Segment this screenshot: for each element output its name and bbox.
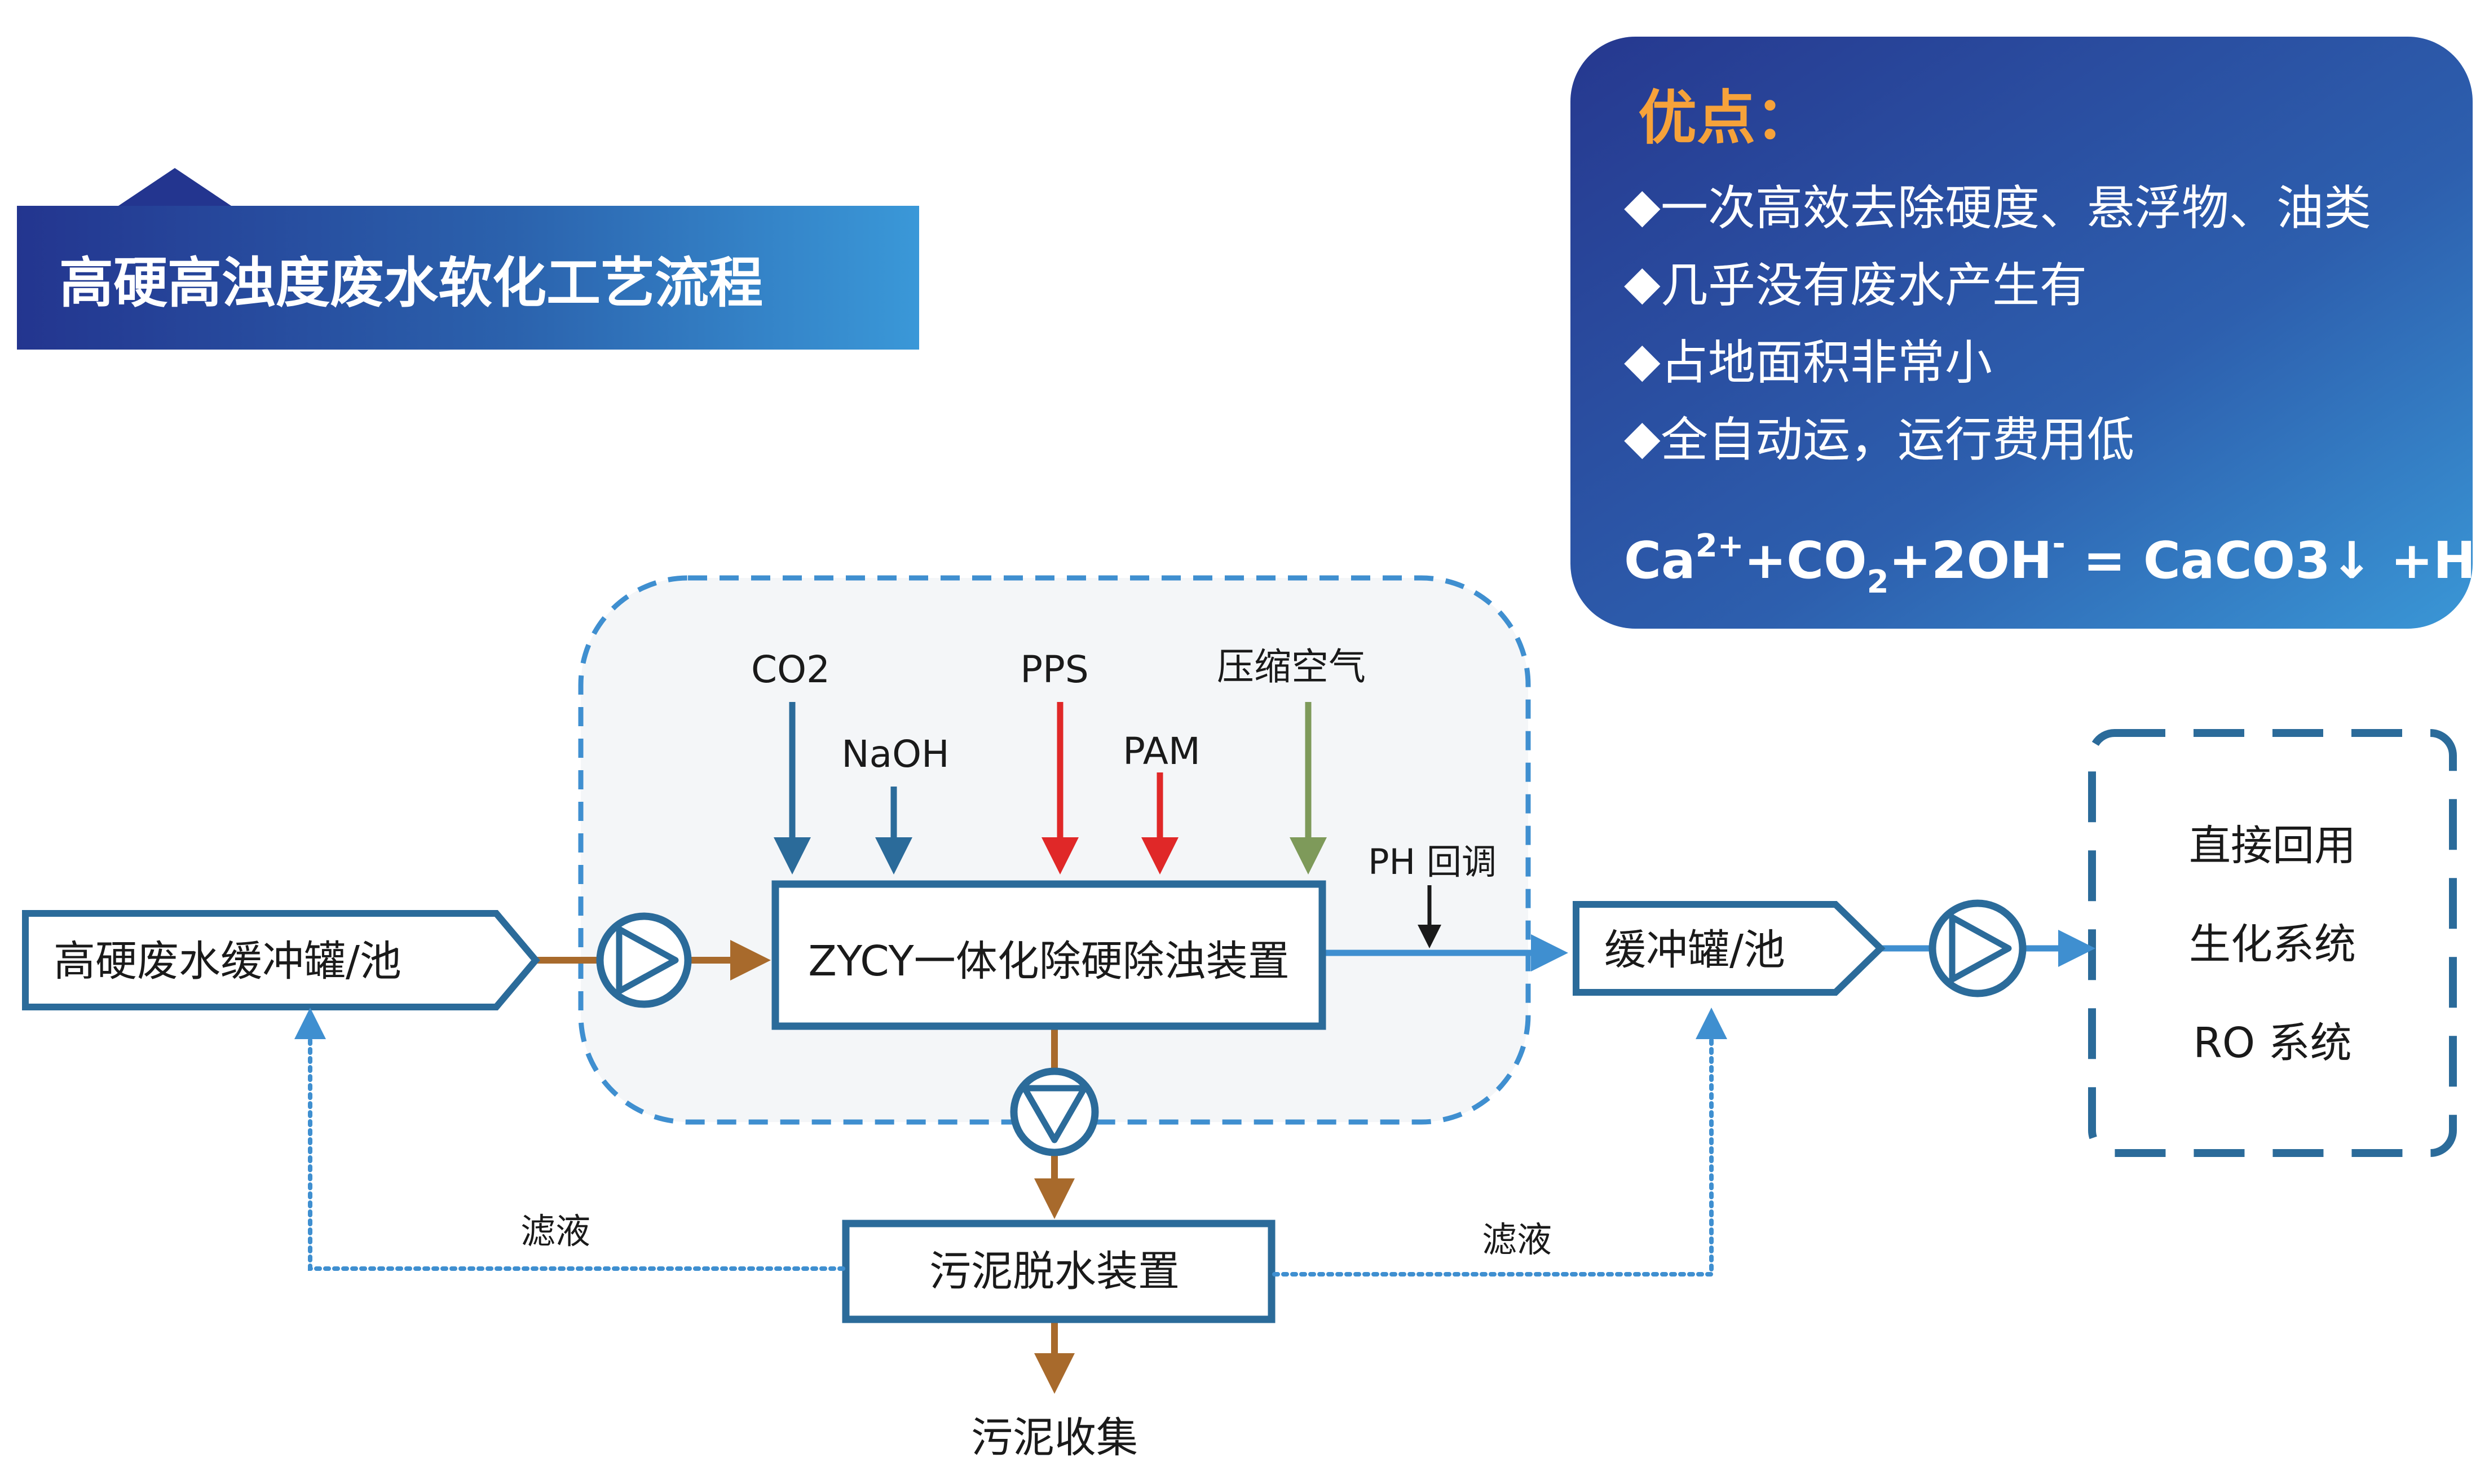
advantages-title: 优点： xyxy=(1638,83,1814,152)
output-target-reuse: 直接回用 xyxy=(2189,822,2356,870)
advantage-item: 全自动运，运行费用低 xyxy=(1661,412,2134,467)
advantages-panel: 优点： ◆ 一次高效去除硬度、悬浮物、油类 ◆ 几乎没有废水产生有 ◆ 占地面积… xyxy=(1570,37,2489,629)
dosing-ph-label: PH 回调 xyxy=(1368,841,1497,882)
filtrate-left-label: 滤液 xyxy=(520,1211,590,1252)
feed-pump-triangle xyxy=(616,926,679,995)
source-tank-box xyxy=(22,910,540,1010)
advantage-item: 几乎没有废水产生有 xyxy=(1661,258,2087,313)
main-unit-box xyxy=(771,880,1326,1030)
sludge-pump xyxy=(1010,1067,1099,1156)
advantage-item: 一次高效去除硬度、悬浮物、油类 xyxy=(1661,180,2371,236)
feed-pump xyxy=(596,912,692,1008)
formula-oh: +2OH xyxy=(1889,531,2053,590)
sludge-pump-icon xyxy=(1010,1067,1099,1156)
formula-ca-charge: 2+ xyxy=(1696,528,1744,564)
main-unit-label: ZYCY一体化除硬除浊装置 xyxy=(808,937,1289,986)
product-pump-triangle xyxy=(1949,914,2012,983)
dosing-naoh-label: NaOH xyxy=(841,732,949,776)
sludge-dewatering-label: 污泥脱水装置 xyxy=(929,1247,1180,1296)
page-title: 高硬高浊度废水软化工艺流程 xyxy=(59,251,763,315)
header-bar xyxy=(17,206,919,350)
header-banner: 高硬高浊度废水软化工艺流程 xyxy=(17,168,919,350)
formula-ca: Ca xyxy=(1624,531,1696,590)
advantage-bullet-icon: ◆ xyxy=(1624,409,1661,465)
sludge-dewatering-box xyxy=(842,1220,1276,1323)
formula-co-subscript: 2 xyxy=(1867,564,1889,600)
buffer-tank-box xyxy=(1573,901,1886,996)
advantage-bullet-icon: ◆ xyxy=(1624,332,1661,387)
source-tank-label: 高硬废水缓冲罐/池 xyxy=(54,937,401,986)
dosing-co2-label: CO2 xyxy=(751,648,830,691)
sludge-pump-triangle xyxy=(1021,1085,1088,1143)
advantages-panel-bg xyxy=(1570,37,2473,629)
output-target-ro: RO 系统 xyxy=(2193,1019,2351,1067)
dosing-pam-label: PAM xyxy=(1123,730,1201,773)
formula-co: +CO xyxy=(1744,531,1867,590)
advantage-item: 占地面积非常小 xyxy=(1661,335,1992,390)
formula-products: = CaCO3↓ +H2O xyxy=(2066,531,2489,590)
advantage-bullet-icon: ◆ xyxy=(1624,178,1661,233)
header-tab-notch xyxy=(118,168,231,206)
dosing-pps-label: PPS xyxy=(1020,648,1089,691)
formula-oh-charge: - xyxy=(2053,525,2066,562)
sludge-collection-label: 污泥收集 xyxy=(971,1414,1138,1462)
dosing-air-label: 压缩空气 xyxy=(1217,645,1366,688)
reaction-formula: Ca2++CO2+2OH- = CaCO3↓ +H2O xyxy=(1624,525,2489,600)
output-target-biochem: 生化系统 xyxy=(2189,920,2356,969)
product-pump xyxy=(1928,899,2027,997)
filtrate-return-left xyxy=(294,1008,845,1271)
filtrate-return-right xyxy=(1272,1008,1727,1277)
advantage-bullet-icon: ◆ xyxy=(1624,255,1661,310)
buffer-tank-label: 缓冲罐/池 xyxy=(1604,926,1785,974)
filtrate-right-label: 滤液 xyxy=(1482,1219,1552,1260)
